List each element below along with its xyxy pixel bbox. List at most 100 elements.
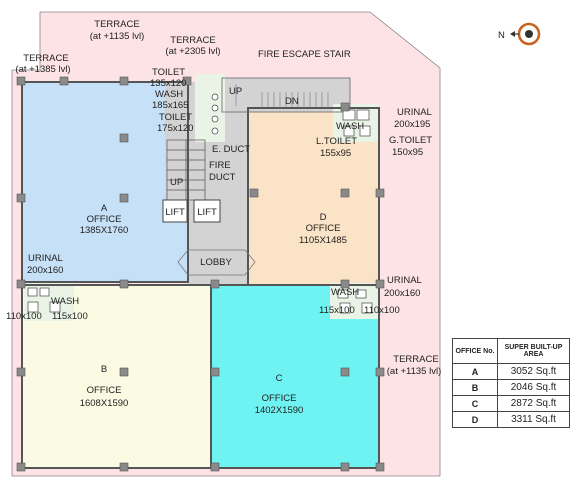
office-d-id: D bbox=[320, 212, 327, 223]
office-a-id: A bbox=[101, 203, 108, 214]
left-urinal-label: URINAL bbox=[28, 253, 63, 264]
column bbox=[340, 367, 350, 377]
column bbox=[210, 279, 220, 289]
office-b-id: B bbox=[101, 364, 107, 375]
area-table-area-value: 3311 Sq.ft bbox=[497, 411, 570, 428]
office-a-wall bbox=[21, 81, 189, 283]
l-toilet-label: L.TOILET bbox=[316, 136, 357, 147]
lift-1-box bbox=[162, 199, 188, 223]
terrace-top-level: (at +1135 lvl) bbox=[90, 31, 144, 42]
column bbox=[340, 188, 350, 198]
column bbox=[340, 102, 350, 112]
table-row: C 2872 Sq.ft bbox=[452, 395, 570, 412]
office-d-name: OFFICE bbox=[306, 223, 341, 234]
terrace-right-level: (at +1135 lvl) bbox=[387, 366, 441, 377]
office-a-size: 1385X1760 bbox=[80, 225, 129, 236]
fire-label: FIRE bbox=[209, 160, 231, 171]
table-row: D 3311 Sq.ft bbox=[452, 411, 570, 428]
top-wash-size: 185x165 bbox=[152, 100, 188, 111]
core-stair-up-label: UP bbox=[170, 177, 183, 188]
office-c-size: 1402X1590 bbox=[255, 405, 304, 416]
office-c-name: OFFICE bbox=[262, 393, 297, 404]
fire-stair-wall bbox=[221, 77, 351, 113]
table-row: B 2046 Sq.ft bbox=[452, 379, 570, 396]
column bbox=[375, 462, 385, 472]
terrace-upper-level: (at +2305 lvl) bbox=[165, 46, 220, 57]
office-d-size: 1105X1485 bbox=[299, 235, 347, 246]
area-table-office-id: C bbox=[452, 395, 498, 412]
office-b-size: 1608X1590 bbox=[80, 398, 129, 409]
lift-1-label: LIFT bbox=[165, 207, 185, 218]
column bbox=[210, 462, 220, 472]
area-table-office-id: A bbox=[452, 363, 498, 380]
compass-icon bbox=[510, 22, 541, 46]
column bbox=[210, 367, 220, 377]
e-duct-label: E. DUCT bbox=[212, 144, 250, 155]
area-table-area-value: 2872 Sq.ft bbox=[497, 395, 570, 412]
office-a-floor bbox=[22, 82, 188, 282]
fire-stair-treads bbox=[235, 84, 329, 108]
table-row: A 3052 Sq.ft bbox=[452, 363, 570, 380]
lift-2-label: LIFT bbox=[197, 207, 217, 218]
structural-columns bbox=[16, 76, 385, 472]
area-table-office-id: B bbox=[452, 379, 498, 396]
column bbox=[119, 367, 129, 377]
office-b-name: OFFICE bbox=[87, 385, 122, 396]
left-wash-label: WASH bbox=[51, 296, 79, 307]
terrace-upper-title: TERRACE bbox=[170, 35, 215, 46]
lobby-label: LOBBY bbox=[200, 257, 232, 268]
terrace-right-title: TERRACE bbox=[393, 354, 438, 365]
area-table-office-id: D bbox=[452, 411, 498, 428]
left-toilet-size-b: 115x100 bbox=[52, 311, 88, 322]
column bbox=[340, 462, 350, 472]
column bbox=[249, 188, 259, 198]
core-area bbox=[165, 82, 248, 285]
column bbox=[16, 193, 26, 203]
left-urinal-size: 200x160 bbox=[27, 265, 63, 276]
compass-north-label: N bbox=[498, 30, 505, 41]
area-table-header-area: SUPER BUILT-UP AREA bbox=[497, 338, 570, 364]
mid-wash-label: WASH bbox=[331, 287, 359, 298]
right-toilets-area bbox=[333, 104, 378, 142]
column bbox=[119, 462, 129, 472]
column bbox=[59, 76, 69, 86]
office-a-name: OFFICE bbox=[87, 214, 122, 225]
mid-urinal-size: 200x160 bbox=[384, 288, 420, 299]
lobby-outline bbox=[177, 249, 256, 276]
fixtures bbox=[27, 93, 373, 314]
lift-2-box bbox=[193, 199, 221, 223]
column bbox=[182, 76, 192, 86]
column bbox=[340, 279, 350, 289]
terrace-left-title: TERRACE bbox=[23, 53, 68, 64]
top-toilet2-size: 175x120 bbox=[157, 123, 193, 134]
fire-escape-stair-label: FIRE ESCAPE STAIR bbox=[258, 49, 351, 60]
terrace-left-level: (at +1385 lvl) bbox=[15, 64, 70, 75]
right-wash-label: WASH bbox=[336, 121, 364, 132]
mid-urinal-label: URINAL bbox=[387, 275, 422, 286]
l-toilet-size: 155x95 bbox=[320, 148, 351, 159]
office-c-id: C bbox=[276, 373, 283, 384]
column bbox=[375, 367, 385, 377]
right-urinal-label: URINAL bbox=[397, 107, 432, 118]
mid-toilet-size-b: 110x100 bbox=[364, 305, 400, 316]
column bbox=[375, 188, 385, 198]
top-toilet-size: 135x120 bbox=[150, 78, 186, 89]
g-toilet-size: 150x95 bbox=[392, 147, 423, 158]
column bbox=[16, 462, 26, 472]
column bbox=[119, 76, 129, 86]
column bbox=[16, 279, 26, 289]
top-toilets-area bbox=[195, 74, 225, 142]
column bbox=[119, 279, 129, 289]
column bbox=[375, 279, 385, 289]
terrace-top-title: TERRACE bbox=[94, 19, 139, 30]
column bbox=[16, 367, 26, 377]
area-table-header-office: OFFICE No. bbox=[452, 338, 498, 364]
area-table: OFFICE No. SUPER BUILT-UP AREA A 3052 Sq… bbox=[452, 338, 570, 428]
stair-down-label: DN bbox=[285, 96, 299, 107]
area-table-area-value: 3052 Sq.ft bbox=[497, 363, 570, 380]
duct-label: DUCT bbox=[209, 172, 236, 183]
mid-toilet-size-a: 115x100 bbox=[319, 305, 355, 316]
area-table-area-value: 2046 Sq.ft bbox=[497, 379, 570, 396]
column bbox=[119, 193, 129, 203]
